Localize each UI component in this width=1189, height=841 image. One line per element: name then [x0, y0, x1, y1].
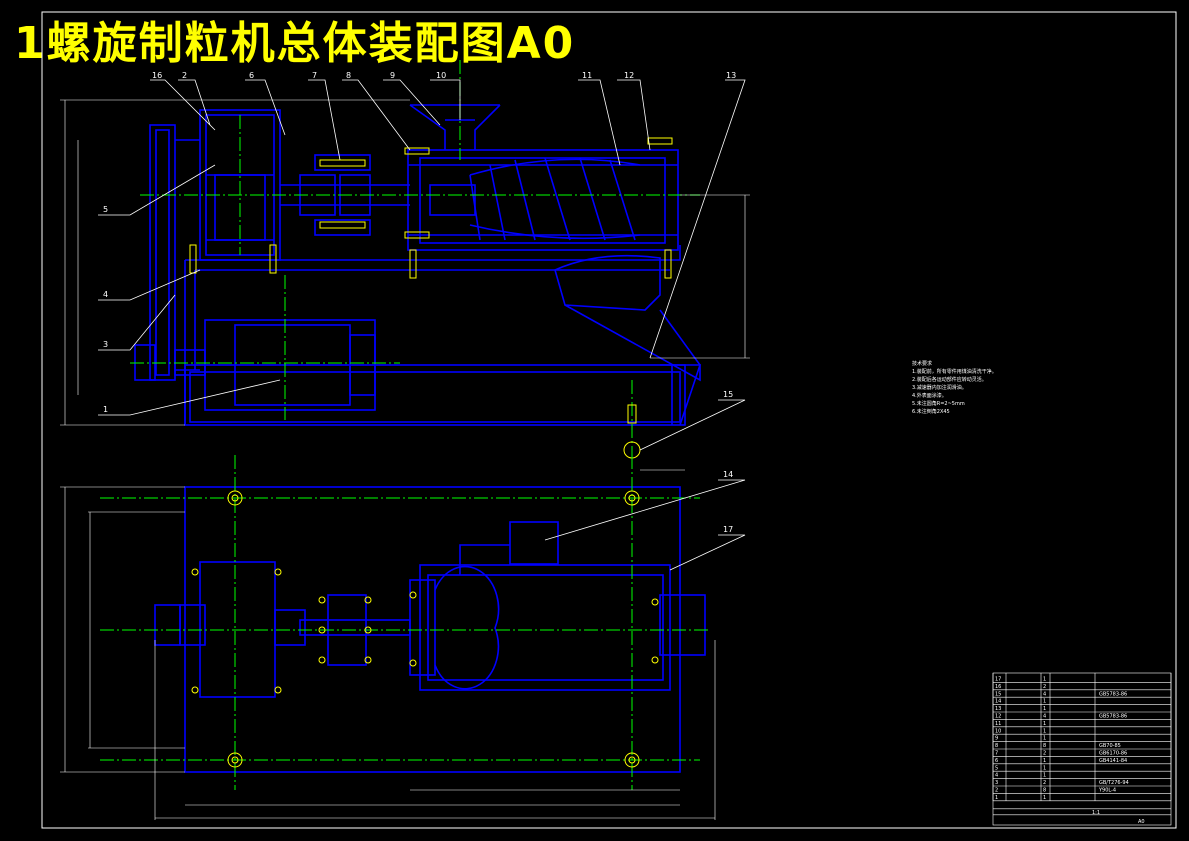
parts-row-qty: 2 — [1043, 751, 1046, 757]
balloon-6: 6 — [249, 71, 254, 80]
leader-lines — [98, 79, 746, 571]
parts-row-qty: 1 — [1043, 765, 1046, 771]
parts-row-std: Y90L-4 — [1098, 788, 1116, 794]
parts-row-qty: 1 — [1043, 677, 1046, 683]
parts-row-qty: 4 — [1043, 691, 1046, 697]
note-5: 5.未注圆角R=2~5mm — [912, 401, 965, 407]
parts-row-no: 14 — [995, 699, 1001, 705]
parts-row-qty: 1 — [1043, 721, 1046, 727]
balloon-15: 15 — [723, 390, 733, 399]
parts-row-qty: 1 — [1043, 706, 1046, 712]
parts-row-no: 17 — [995, 677, 1001, 683]
parts-row-qty: 2 — [1043, 684, 1046, 690]
balloon-2: 2 — [182, 71, 187, 80]
parts-row-no: 4 — [995, 773, 998, 779]
balloon-17: 17 — [723, 525, 733, 534]
parts-row-no: 10 — [995, 728, 1001, 734]
balloon-12: 12 — [624, 71, 634, 80]
balloon-10: 10 — [436, 71, 446, 80]
parts-row-no: 12 — [995, 714, 1001, 720]
note-heading: 技术要求 — [912, 361, 933, 367]
balloon-5: 5 — [103, 205, 108, 214]
parts-row-std: GB70-85 — [1099, 743, 1121, 749]
balloon-8: 8 — [346, 71, 351, 80]
parts-row-no: 8 — [995, 743, 998, 749]
top-holes — [191, 490, 659, 768]
parts-row-std: GB5783-86 — [1099, 691, 1127, 697]
parts-row-std: GB/T276-94 — [1099, 780, 1129, 786]
note-2: 2.装配后各运动部件应转动灵活。 — [912, 377, 987, 383]
front-view — [134, 104, 702, 426]
balloon-14: 14 — [723, 470, 733, 479]
parts-row-no: 11 — [995, 721, 1001, 727]
title-block-scale: 1:1 — [1092, 810, 1100, 816]
parts-row-no: 2 — [995, 788, 998, 794]
parts-row-no: 7 — [995, 751, 998, 757]
balloon-1: 1 — [103, 405, 108, 414]
balloon-7: 7 — [312, 71, 317, 80]
parts-row-std: GB4141-84 — [1099, 758, 1127, 764]
parts-row-std: GB6170-86 — [1099, 751, 1127, 757]
parts-row-qty: 8 — [1043, 788, 1046, 794]
note-1: 1.装配前，所有零件用煤油清洗干净。 — [912, 369, 997, 375]
drawing-frame — [41, 11, 1177, 829]
parts-row-qty: 1 — [1043, 773, 1046, 779]
parts-row-no: 5 — [995, 765, 998, 771]
parts-row-qty: 8 — [1043, 743, 1046, 749]
parts-row-no: 15 — [995, 691, 1001, 697]
front-fasteners — [189, 137, 673, 459]
balloon-labels: 16 2 6 7 8 9 10 11 12 13 5 4 3 1 15 14 1… — [103, 71, 736, 534]
balloon-3: 3 — [103, 340, 108, 349]
parts-row-no: 16 — [995, 684, 1001, 690]
parts-table — [992, 672, 1172, 826]
parts-row-no: 9 — [995, 736, 998, 742]
parts-row-no: 3 — [995, 780, 998, 786]
parts-row-std: GB5783-86 — [1099, 714, 1127, 720]
parts-row-qty: 1 — [1043, 699, 1046, 705]
parts-row-qty: 1 — [1043, 728, 1046, 734]
title-block-sheet: A0 — [1138, 819, 1145, 825]
note-6: 6.未注倒角2X45 — [912, 409, 950, 415]
top-centerlines — [100, 455, 710, 790]
balloon-4: 4 — [103, 290, 108, 299]
balloon-9: 9 — [390, 71, 395, 80]
technical-notes: 技术要求 1.装配前，所有零件用煤油清洗干净。 2.装配后各运动部件应转动灵活。… — [912, 360, 1062, 416]
parts-row-qty: 1 — [1043, 758, 1046, 764]
parts-row-no: 6 — [995, 758, 998, 764]
front-centerlines — [130, 60, 700, 460]
parts-row-qty: 4 — [1043, 714, 1046, 720]
balloon-13: 13 — [726, 71, 736, 80]
drawing-title: 1螺旋制粒机总体装配图A0 — [14, 18, 576, 69]
note-4: 4.外表面涂漆。 — [912, 393, 947, 399]
parts-row-qty: 2 — [1043, 780, 1046, 786]
balloon-11: 11 — [582, 71, 592, 80]
note-3: 3.减速器内加注润滑油。 — [912, 385, 967, 391]
parts-row-no: 1 — [995, 795, 998, 801]
parts-row-no: 13 — [995, 706, 1001, 712]
parts-row-qty: 1 — [1043, 736, 1046, 742]
dimension-lines — [60, 99, 750, 820]
parts-row-qty: 1 — [1043, 795, 1046, 801]
balloon-16: 16 — [152, 71, 162, 80]
